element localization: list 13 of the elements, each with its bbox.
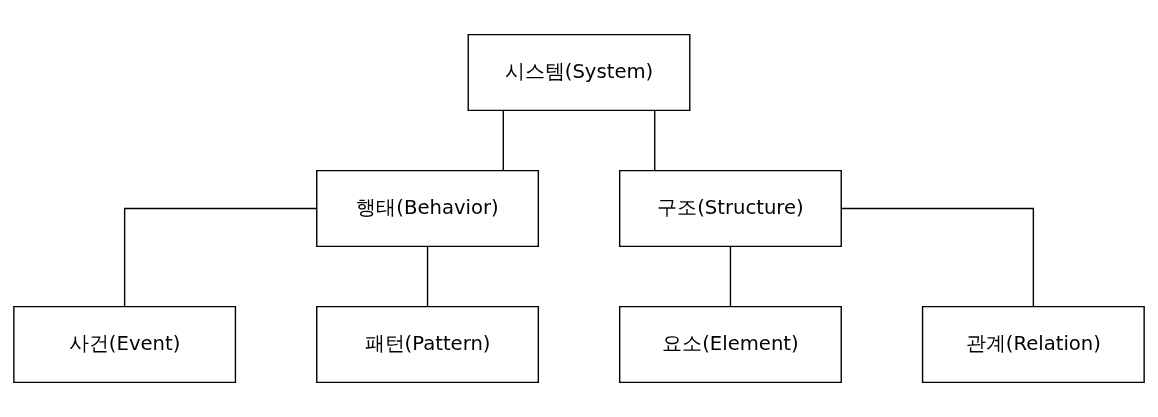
connector: [654, 109, 656, 172]
connector: [123, 207, 318, 308]
node-box: 사건(Event): [13, 305, 237, 384]
node-box: 패턴(Pattern): [316, 305, 540, 384]
connector: [426, 245, 429, 308]
connector: [502, 109, 504, 172]
node-box: 구조(Structure): [618, 169, 842, 248]
node-box: 요소(Element): [618, 305, 842, 384]
node-box: 행태(Behavior): [316, 169, 540, 248]
connector: [729, 245, 732, 308]
node-box: 시스템(System): [467, 33, 691, 112]
connector: [840, 207, 1035, 308]
node-box: 관계(Relation): [921, 305, 1145, 384]
